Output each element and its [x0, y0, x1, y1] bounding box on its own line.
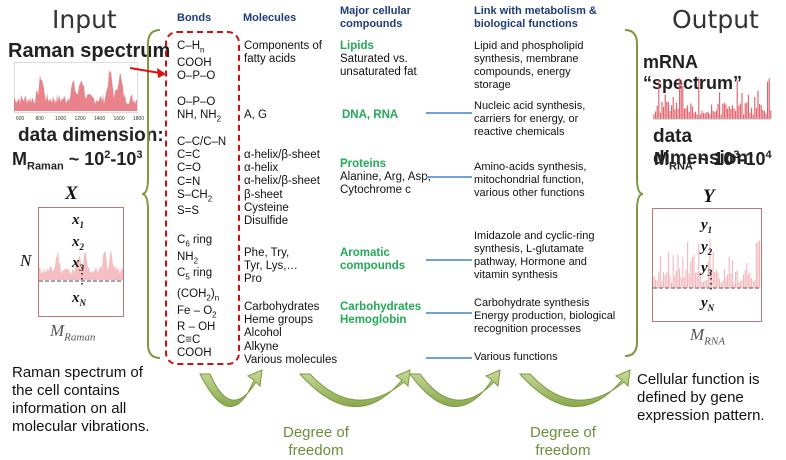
link-line-aromatic — [426, 259, 472, 261]
matrix-x-row-2: x2 — [72, 234, 84, 252]
function-various: Various functions — [474, 351, 558, 363]
left-brace — [141, 29, 161, 359]
function-lipids: Lipid and phospholipid synthesis, membra… — [474, 40, 584, 91]
curved-arrow-icon — [298, 369, 411, 407]
matrix-x-title: X — [65, 183, 78, 204]
raman-axis-tick: 1000 — [55, 116, 66, 122]
function-nucleic: Nucleic acid synthesis, carriers for ene… — [474, 100, 586, 138]
bonds-group-5: (COH2)n Fe – O2 R – OH C≡C COOH — [177, 288, 220, 360]
matrix-x-n-label: N — [20, 251, 32, 270]
raman-axis-tick: 1600 — [114, 116, 125, 122]
freedom-label-right: Degree of freedom — [530, 424, 596, 459]
curved-arrow-icon — [409, 369, 501, 407]
bonds-group-2: O–P–O NH, NH2 — [177, 96, 222, 124]
link-line-proteins — [426, 176, 472, 178]
function-amino: Amino-acids synthesis, mitochondrial fun… — [474, 161, 587, 199]
molecules-group-2: A, G — [244, 109, 268, 121]
molecules-group-1: Components of fatty acids — [244, 40, 322, 66]
matrix-x-spectrum — [39, 249, 123, 282]
compound-lipids: Lipids Saturated vs. unsaturated fat — [340, 40, 417, 78]
raman-spectrum-area — [14, 69, 137, 111]
link-line-dna — [426, 112, 472, 114]
molecules-header: Molecules — [243, 12, 297, 24]
raman-spectrum-title: Raman spectrum — [8, 40, 171, 62]
raman-axis-tick: 1200 — [75, 116, 86, 122]
freedom-arrows — [199, 369, 631, 408]
raman-axis-tick: 1400 — [94, 116, 105, 122]
matrix-y-row-1: y1 — [701, 217, 713, 235]
matrix-y-box: y1 y2 y3 ⋮ yN — [652, 208, 762, 322]
matrix-x-row-n: xN — [72, 290, 86, 308]
matrix-x-box: x1 x2 x3 ⋮ xN — [38, 207, 124, 317]
raman-spectrum-plot: 600 800 1000 1200 1400 1600 1800 — [14, 62, 144, 122]
right-brace — [624, 29, 644, 357]
bonds-group-3: C–C/C–N C=C C=O C=N S–CH2 S=S — [177, 136, 227, 218]
output-dimension-label: data dimension: — [653, 126, 755, 169]
matrix-y-m-label: MRNA — [690, 325, 725, 348]
matrix-x-vdots: ⋮ — [75, 270, 89, 286]
matrix-x-row-1: x1 — [72, 212, 84, 230]
bonds-group-4: C6 ring NH2 C5 ring — [177, 234, 213, 282]
bonds-highlight-box — [165, 31, 240, 365]
raman-axis-tick: 800 — [36, 116, 45, 122]
link-header: Link with metabolism & biological functi… — [474, 5, 597, 30]
matrix-x-row-3: x3 — [72, 255, 84, 273]
mrna-spectrum-title: mRNA “spectrum” — [643, 52, 743, 93]
function-aromatic: Imidazole and cyclic-ring synthesis, L-g… — [474, 230, 595, 281]
compound-carbohydrates: Carbohydrates Hemoglobin — [340, 301, 422, 326]
matrix-y-row-3: y3 — [701, 260, 713, 278]
mrna-spectrum-plot — [653, 77, 772, 120]
raman-axis-tick: 1800 — [133, 116, 144, 122]
molecules-group-5: Carbohydrates Heme groups Alcohol Alkyne… — [244, 301, 338, 366]
matrix-y-row-2: y2 — [701, 239, 713, 257]
freedom-label-left: Degree of freedom — [283, 424, 349, 459]
matrix-x-spectrum-area — [39, 249, 123, 280]
output-dimension-value: MRNA ~ 103-104 — [654, 149, 772, 173]
output-heading: Output — [672, 5, 759, 34]
matrix-x-m-label: MRaman — [50, 321, 96, 344]
curved-arrow-icon — [518, 369, 631, 407]
matrix-y-title: Y — [703, 186, 715, 207]
input-dimension-label: data dimension: — [18, 125, 164, 146]
curved-arrow-icon — [199, 369, 263, 408]
compound-aromatic: Aromatic compounds — [340, 247, 406, 272]
compounds-header: Major cellular compounds — [340, 5, 411, 30]
bonds-header: Bonds — [177, 12, 212, 24]
raman-axis-tick: 600 — [16, 116, 25, 122]
compound-dna-rna: DNA, RNA — [342, 109, 399, 121]
function-carbohydrates: Carbohydrate synthesis Energy production… — [474, 297, 616, 335]
molecules-group-3: α-helix/β-sheet α-helix α-helix/β-sheet … — [244, 149, 320, 228]
link-line-various — [426, 357, 472, 359]
input-dimension-value: MRaman ~ 102-103 — [12, 149, 143, 173]
matrix-y-row-n: yN — [701, 295, 715, 313]
input-heading: Input — [52, 5, 117, 34]
compound-proteins: Proteins Alanine, Arg, Asp, Cytochrome c — [340, 158, 431, 196]
matrix-y-vdots: ⋮ — [704, 275, 718, 291]
bonds-group-1: C–Hn COOH O–P–O — [177, 40, 216, 82]
input-note: Raman spectrum of the cell contains info… — [12, 364, 150, 435]
matrix-y-spectrum — [653, 239, 761, 289]
link-line-carbohydrates — [426, 312, 472, 314]
arrow-icon — [129, 67, 166, 78]
molecules-group-4: Phe, Try, Tyr, Lys,… Pro — [244, 247, 298, 286]
output-note: Cellular function is defined by gene exp… — [637, 371, 765, 424]
